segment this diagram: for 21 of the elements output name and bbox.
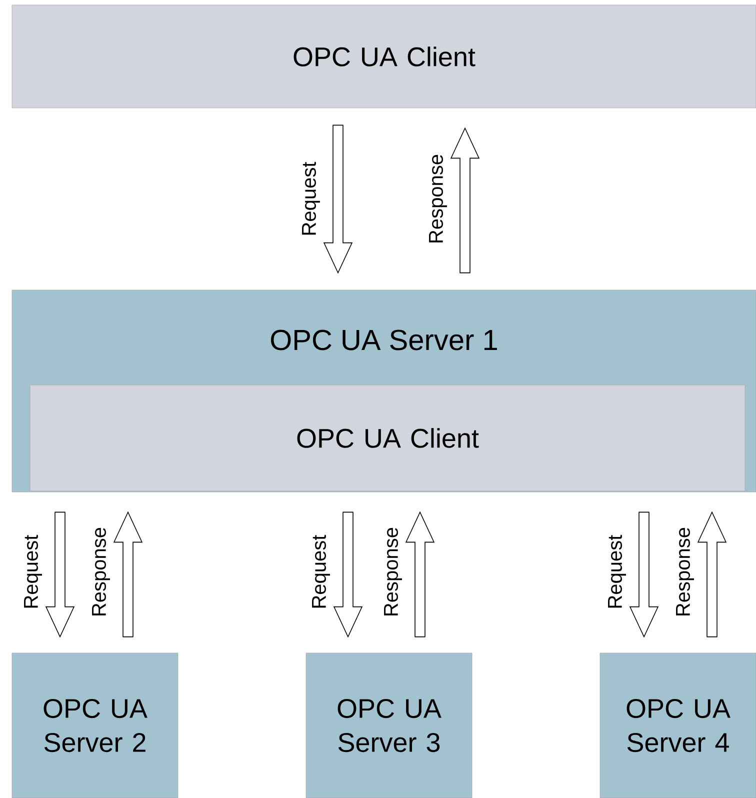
block-arrow [697, 511, 727, 638]
block-arrow [405, 511, 435, 638]
edge-label: Request [24, 534, 42, 608]
client-box: OPC UA Client [12, 4, 756, 108]
edge-label: Response [676, 528, 694, 616]
edge-label: Response [92, 528, 110, 616]
block-arrow [45, 512, 75, 638]
edge-label: Response [429, 154, 447, 242]
block-arrow [113, 511, 143, 638]
server-box: OPC UA Server 4 [600, 652, 756, 798]
block-arrow [629, 512, 659, 638]
block-arrow [333, 512, 363, 638]
edge-label: Response [384, 528, 402, 616]
client-box: OPC UA Client [30, 384, 746, 492]
server-box: OPC UA Server 2 [12, 652, 178, 798]
server-box: OPC UA Server 3 [306, 652, 472, 798]
edge-label: Request [302, 162, 320, 235]
block-arrow [450, 127, 480, 274]
edge-label: Request [312, 534, 330, 608]
edge-label: Request [608, 534, 626, 608]
block-arrow [323, 124, 353, 274]
